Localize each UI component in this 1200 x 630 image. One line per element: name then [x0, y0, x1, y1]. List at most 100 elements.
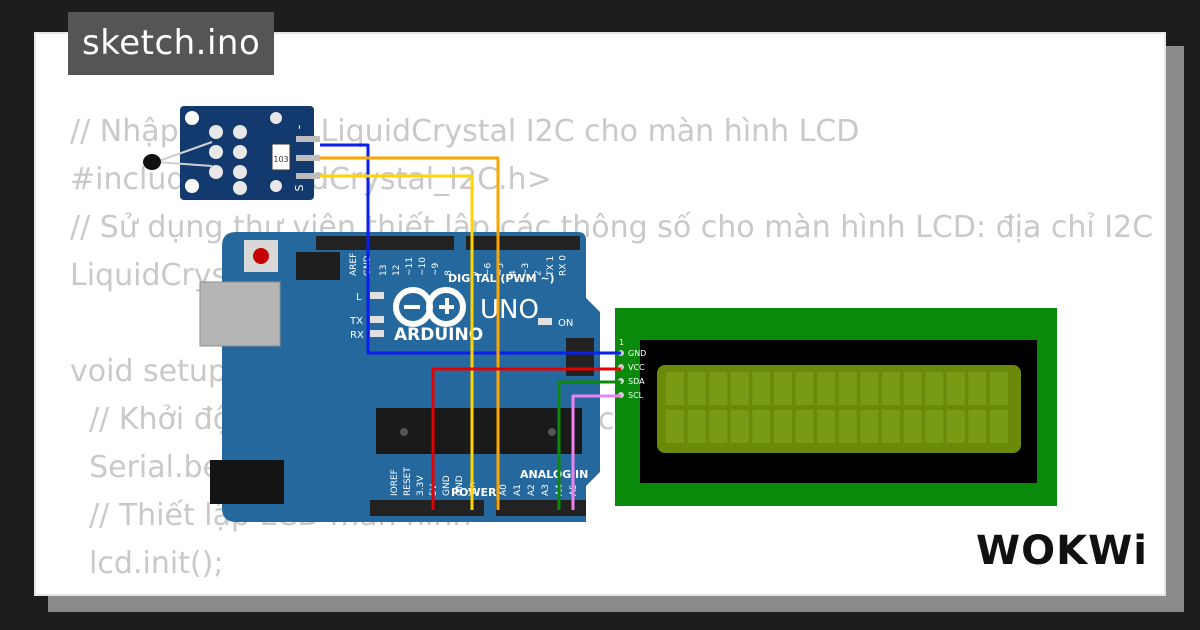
- lcd-cell: [990, 410, 1008, 443]
- code-line: // Nhập thư viện LiquidCrystal I2C cho m…: [70, 114, 860, 149]
- lcd-cell: [817, 410, 836, 443]
- power-pin-label: IOREF: [390, 469, 400, 496]
- analog-pin-label: A2: [527, 484, 537, 496]
- sensor-pad: [209, 145, 223, 159]
- sensor-mount-hole: [185, 111, 199, 125]
- digital-pin-label: ~9: [431, 262, 441, 276]
- sensor-pin[interactable]: [296, 155, 320, 161]
- sensor-pad: [270, 180, 282, 192]
- lcd-cell: [838, 372, 857, 405]
- digital-pin-label: RX 0: [559, 255, 569, 276]
- sensor-pin-label-minus: -: [292, 124, 307, 129]
- digital-header-right: [466, 236, 580, 250]
- lcd-display[interactable]: 1 GND VCC SDA SCL: [615, 308, 1057, 506]
- lcd-cell: [774, 410, 792, 443]
- lcd-pin-label: VCC: [628, 363, 645, 372]
- lcd-cell: [752, 410, 771, 443]
- lcd-cell: [817, 372, 836, 405]
- power-pin-label: GND: [442, 475, 452, 496]
- power-pin-label: 3.3V: [416, 475, 426, 496]
- lcd-pin-label: SCL: [628, 391, 644, 400]
- led-rx-label: RX: [350, 330, 364, 341]
- sensor-resistor-code: 103: [273, 155, 288, 164]
- power-jack[interactable]: [210, 460, 284, 504]
- lcd-character-cells: [666, 372, 1008, 443]
- power-title: POWER: [451, 486, 497, 499]
- file-name-tab[interactable]: sketch.ino: [68, 12, 275, 75]
- lcd-cell: [730, 372, 749, 405]
- wire-sensor-signal[interactable]: [320, 174, 474, 510]
- sensor-pad: [209, 125, 223, 139]
- wire-lcd-sda[interactable]: [557, 380, 621, 510]
- sensor-pad: [209, 165, 223, 179]
- analog-pin-label: A3: [541, 484, 551, 496]
- digital-pin-label: 7: [471, 270, 481, 276]
- lcd-cell: [795, 410, 814, 443]
- board-model: UNO: [480, 295, 539, 325]
- led-on-label: ON: [558, 318, 573, 329]
- led-rx: [370, 330, 384, 337]
- led-l: [370, 292, 384, 299]
- sensor-pin[interactable]: [296, 136, 320, 142]
- sensor-pad: [233, 125, 247, 139]
- led-on: [538, 318, 552, 325]
- lcd-cell: [709, 410, 728, 443]
- sensor-lead: [155, 161, 213, 167]
- wire-lcd-vcc[interactable]: [431, 367, 621, 510]
- wire-gnd[interactable]: [320, 143, 621, 355]
- usb-port[interactable]: [199, 281, 281, 347]
- arduino-uno[interactable]: ARDUINO UNO DIGITAL (PWM ~) POWER ANALOG…: [199, 232, 600, 522]
- lcd-cell: [925, 372, 944, 405]
- lcd-cell: [882, 410, 900, 443]
- lcd-cell: [709, 372, 728, 405]
- lcd-cell: [903, 372, 922, 405]
- sensor-pad: [233, 165, 247, 179]
- chip-dot: [548, 428, 556, 436]
- digital-pin-label: ~11: [405, 257, 415, 276]
- digital-pin-label: 2: [534, 270, 544, 276]
- lcd-cell: [774, 372, 792, 405]
- sensor-pad: [233, 181, 247, 195]
- lcd-cell: [968, 410, 987, 443]
- logo-plus-v: [445, 298, 449, 314]
- analog-title: ANALOG IN: [520, 468, 588, 481]
- wire-lcd-scl[interactable]: [571, 394, 621, 510]
- sensor-pad: [270, 112, 282, 124]
- analog-header: [496, 500, 586, 516]
- lcd-cell: [687, 372, 706, 405]
- digital-pin-label: ~10: [418, 257, 428, 276]
- sensor-pin[interactable]: [296, 173, 320, 179]
- lcd-cell: [666, 410, 684, 443]
- arduino-logo-text: ARDUINO: [394, 325, 483, 345]
- digital-pin-label: 8: [444, 270, 454, 276]
- lcd-cell: [990, 372, 1008, 405]
- lcd-pin-label: GND: [628, 349, 646, 358]
- icsp-header: [296, 252, 340, 280]
- digital-pin-label: 12: [392, 265, 402, 276]
- wires: [320, 143, 621, 510]
- lcd-cell: [968, 372, 987, 405]
- digital-header-left: [316, 236, 454, 250]
- sensor-pad: [233, 145, 247, 159]
- logo-infinity-right: [426, 287, 466, 327]
- lcd-cell: [752, 372, 771, 405]
- temperature-sensor[interactable]: 103 - S: [143, 106, 320, 200]
- lcd-cell: [666, 372, 684, 405]
- digital-pin-label: 13: [379, 265, 389, 276]
- power-pin-label: RESET: [403, 467, 413, 496]
- microcontroller-chip: [376, 408, 582, 454]
- arduino-logo: [393, 287, 466, 327]
- analog-pin-label: A1: [513, 484, 523, 496]
- lcd-cell: [903, 410, 922, 443]
- led-l-label: L: [356, 292, 362, 303]
- lcd-cell: [795, 372, 814, 405]
- sensor-mount-hole: [185, 179, 199, 193]
- reset-button-cap[interactable]: [253, 248, 269, 264]
- lcd-cell: [687, 410, 706, 443]
- digital-title: DIGITAL (PWM ~): [448, 272, 555, 285]
- code-line: // Sử dụng thư viện thiết lập các thông …: [70, 210, 1154, 245]
- logo-minus: [404, 305, 420, 309]
- wire-sensor-vcc[interactable]: [320, 156, 500, 510]
